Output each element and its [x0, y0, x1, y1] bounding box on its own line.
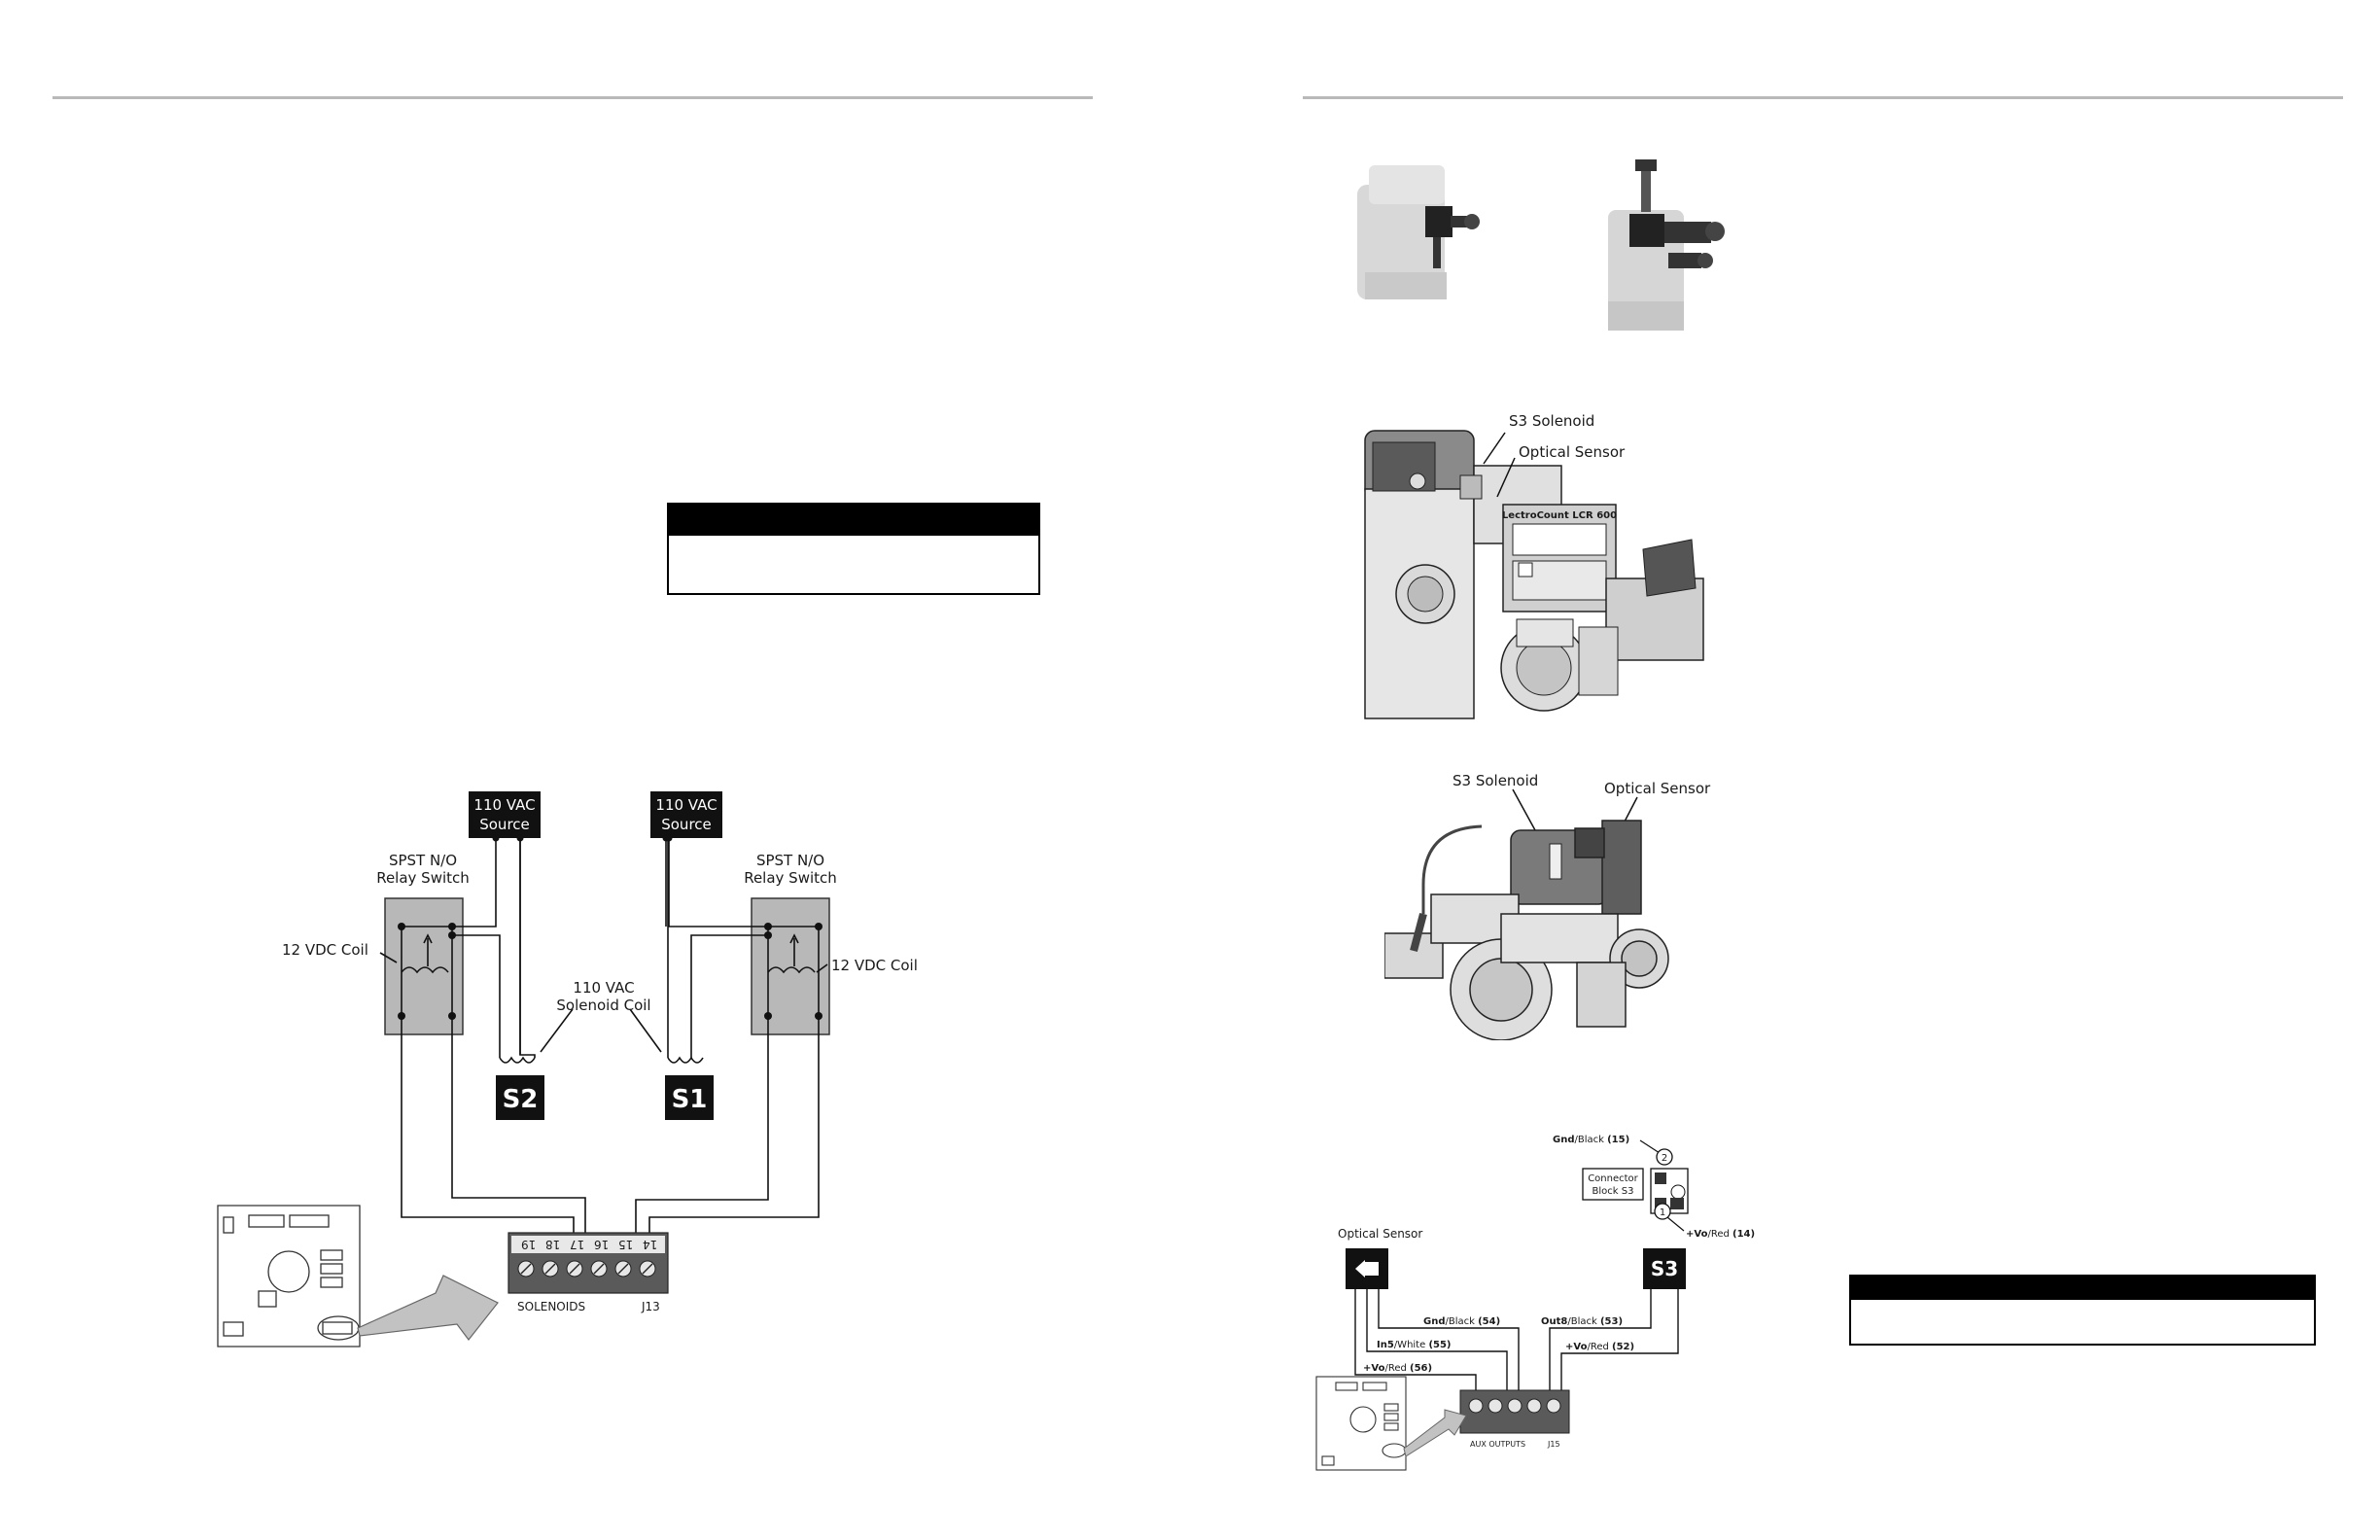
- connector-block-line1: Connector: [1588, 1173, 1638, 1184]
- terminal-16: 16: [594, 1238, 609, 1251]
- relay-right-label-2: Relay Switch: [744, 869, 837, 887]
- source-left-line2: Source: [479, 816, 530, 833]
- s2-label: S2: [503, 1085, 539, 1114]
- vo-red-56-label: +Vo/Red (56): [1363, 1363, 1432, 1374]
- optical-sensor-wiring-diagram: Gnd/Black (15) 2 Connector Block S3 1 +V…: [1315, 1135, 1755, 1471]
- terminal-number-strip: [511, 1236, 665, 1253]
- vo-red-52-label: +Vo/Red (52): [1565, 1342, 1634, 1352]
- coil-label-right: 12 VDC Coil: [831, 957, 918, 974]
- terminal-14: 14: [643, 1238, 657, 1251]
- valve-photo-2: [1608, 159, 1725, 331]
- terminal-18: 18: [545, 1238, 560, 1251]
- s3-label: S3: [1651, 1257, 1678, 1280]
- s3-leader-top: [1483, 432, 1506, 465]
- relay-wiring-diagram: 110 VAC Source 110 VAC Source SPST N/O R…: [217, 791, 918, 1348]
- connector-block-s3-box: [1582, 1168, 1644, 1201]
- relay-left-label-1: SPST N/O: [389, 852, 457, 869]
- source-box-right: [650, 791, 722, 838]
- left-notice-box: [667, 503, 1040, 595]
- source-box-left: [469, 791, 541, 838]
- s2-box: [496, 1075, 544, 1120]
- meter-top-view: S3 Solenoid Optical Sensor LectroCount L…: [1364, 412, 1704, 719]
- terminal-15: 15: [618, 1238, 633, 1251]
- pin-1-label: 1: [1660, 1208, 1665, 1218]
- solenoid-coil-label-2: Solenoid Coil: [556, 997, 650, 1014]
- vo-red-14-label: +Vo/Red (14): [1686, 1229, 1755, 1240]
- s3-box: [1643, 1248, 1686, 1289]
- callout-arrow-right: [1403, 1409, 1467, 1457]
- callout-arrow-left: [357, 1275, 499, 1341]
- controller-board-left: [217, 1205, 361, 1348]
- in5-white-55-label: In5/White (55): [1377, 1340, 1452, 1350]
- optical-sensor-label: Optical Sensor: [1338, 1227, 1422, 1241]
- nameplate-label: LectroCount LCR 600: [1502, 510, 1617, 521]
- relay-left-label-2: Relay Switch: [376, 869, 470, 887]
- source-right-line1: 110 VAC: [655, 796, 717, 814]
- valve-photo-1: [1357, 165, 1480, 299]
- top-optical-sensor-label: Optical Sensor: [1519, 443, 1626, 461]
- j13-block-label: J13: [641, 1300, 660, 1313]
- gnd-black-15-label: Gnd/Black (15): [1553, 1135, 1629, 1145]
- left-page-header-rule: [52, 96, 1093, 99]
- connector-block-line2: Block S3: [1592, 1186, 1634, 1197]
- side-s3-solenoid-label: S3 Solenoid: [1452, 772, 1538, 789]
- source-right-line2: Source: [661, 816, 712, 833]
- side-optical-sensor-label: Optical Sensor: [1604, 780, 1711, 797]
- relay-box-right: [751, 897, 830, 1035]
- pin-2-marker: [1656, 1148, 1673, 1166]
- terminal-numbers: 19 18 17 16 15 14: [521, 1238, 657, 1251]
- solenoids-block-label: SOLENOIDS: [517, 1300, 585, 1313]
- right-notice-box: [1849, 1275, 2316, 1346]
- gnd-black-54-label: Gnd/Black (54): [1423, 1316, 1500, 1327]
- aux-outputs-label: AUX OUTPUTS: [1470, 1440, 1525, 1449]
- terminal-17: 17: [570, 1238, 584, 1251]
- relay-right-label-1: SPST N/O: [756, 852, 824, 869]
- out8-black-53-label: Out8/Black (53): [1541, 1316, 1623, 1327]
- coil-label-left: 12 VDC Coil: [282, 941, 368, 959]
- meter-side-view: S3 Solenoid Optical Sensor: [1384, 772, 1711, 1040]
- pin-1-marker: [1654, 1203, 1671, 1220]
- left-notice-header: [669, 505, 1038, 536]
- solenoid-coil-label-1: 110 VAC: [573, 979, 634, 997]
- right-page-header-rule: [1303, 96, 2343, 99]
- relay-box-left: [384, 897, 464, 1035]
- right-notice-header: [1851, 1277, 2314, 1300]
- pin-2-label: 2: [1662, 1153, 1667, 1164]
- controller-board-right: [1315, 1376, 1407, 1471]
- terminal-19: 19: [521, 1238, 536, 1251]
- top-s3-solenoid-label: S3 Solenoid: [1509, 412, 1594, 430]
- optical-leader-top: [1496, 457, 1516, 498]
- s1-label: S1: [672, 1085, 708, 1114]
- source-left-line1: 110 VAC: [473, 796, 535, 814]
- j15-label: J15: [1547, 1440, 1560, 1449]
- s1-box: [665, 1075, 714, 1120]
